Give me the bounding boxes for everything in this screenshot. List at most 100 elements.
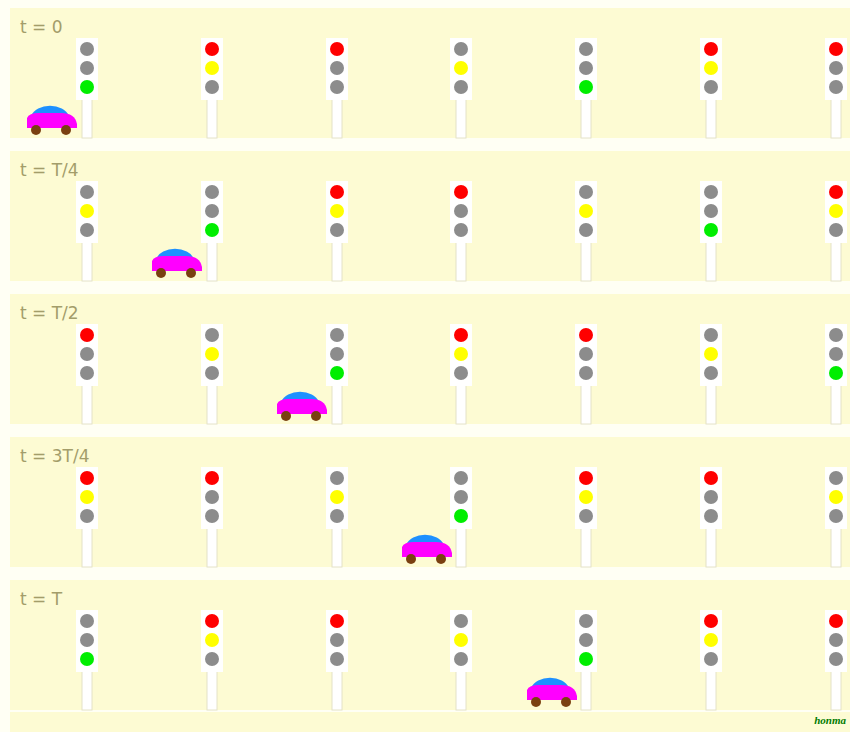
light-housing (825, 467, 847, 529)
signal-lamp (205, 614, 219, 628)
light-pole (332, 239, 342, 281)
signal-lamp (454, 614, 468, 628)
traffic-light (450, 324, 472, 424)
signal-lamp (704, 347, 718, 361)
light-pole (456, 96, 466, 138)
light-housing (700, 38, 722, 100)
signal-lamp (829, 614, 843, 628)
signal-lamp (579, 652, 593, 666)
light-pole (82, 525, 92, 567)
signal-lamp (330, 471, 344, 485)
traffic-light (450, 38, 472, 138)
signal-lamp (330, 652, 344, 666)
signal-lamp (579, 471, 593, 485)
car-wheel (436, 554, 446, 564)
traffic-light (575, 610, 597, 710)
traffic-light (450, 467, 472, 567)
light-housing (700, 610, 722, 672)
light-housing (201, 38, 223, 100)
signal-lamp (454, 347, 468, 361)
bottom-strip (10, 712, 850, 732)
signal-lamp (579, 185, 593, 199)
traffic-light (326, 38, 348, 138)
signal-lamp (330, 223, 344, 237)
car-wheel (186, 268, 196, 278)
time-label: t = T (20, 589, 62, 609)
light-pole (82, 239, 92, 281)
signal-lamp (579, 328, 593, 342)
signal-lamp (829, 328, 843, 342)
signal-lamp (704, 490, 718, 504)
light-pole (332, 382, 342, 424)
signal-lamp (205, 42, 219, 56)
traffic-light (575, 181, 597, 281)
signal-lamp (579, 509, 593, 523)
signal-lamp (829, 490, 843, 504)
light-pole (332, 96, 342, 138)
signal-lamp (330, 61, 344, 75)
signal-lamp (829, 471, 843, 485)
light-housing (450, 181, 472, 243)
traffic-light (575, 467, 597, 567)
car (27, 106, 77, 135)
light-pole (581, 239, 591, 281)
signal-lamp (205, 509, 219, 523)
signal-lamp (80, 366, 94, 380)
traffic-light (76, 610, 98, 710)
signal-lamp (579, 614, 593, 628)
light-pole (332, 668, 342, 710)
car (152, 249, 202, 278)
car (402, 535, 452, 564)
light-pole (706, 239, 716, 281)
signal-lamp (704, 614, 718, 628)
signal-lamp (205, 61, 219, 75)
car-wheel (281, 411, 291, 421)
signal-lamp (454, 509, 468, 523)
traffic-light (326, 610, 348, 710)
signal-lamp (829, 80, 843, 94)
light-pole (207, 96, 217, 138)
signal-lamp (205, 204, 219, 218)
row-illustration (76, 610, 847, 710)
time-band (10, 437, 850, 567)
traffic-light (700, 324, 722, 424)
signal-lamp (205, 328, 219, 342)
signal-lamp (330, 509, 344, 523)
light-housing (201, 610, 223, 672)
light-pole (831, 239, 841, 281)
light-housing (575, 467, 597, 529)
signal-lamp (80, 185, 94, 199)
row-illustration (76, 324, 847, 424)
signal-lamp (704, 471, 718, 485)
signal-lamp (330, 490, 344, 504)
signal-lamp (205, 471, 219, 485)
light-pole (456, 525, 466, 567)
time-label: t = 3T/4 (20, 446, 89, 466)
signal-lamp (829, 366, 843, 380)
row-illustration (27, 38, 847, 138)
light-pole (831, 96, 841, 138)
signal-lamp (704, 61, 718, 75)
time-band (10, 294, 850, 424)
light-housing (450, 610, 472, 672)
light-pole (581, 668, 591, 710)
signal-lamp (80, 471, 94, 485)
traffic-light (326, 467, 348, 567)
light-pole (456, 239, 466, 281)
traffic-light (326, 324, 348, 424)
light-housing (201, 467, 223, 529)
signal-lamp (205, 633, 219, 647)
signal-lamp (829, 42, 843, 56)
light-housing (825, 181, 847, 243)
signal-lamp (454, 185, 468, 199)
signal-lamp (205, 652, 219, 666)
traffic-light (201, 610, 223, 710)
traffic-light (825, 467, 847, 567)
light-pole (207, 668, 217, 710)
light-pole (207, 382, 217, 424)
signal-lamp (205, 80, 219, 94)
car-wheel (311, 411, 321, 421)
traffic-light (201, 467, 223, 567)
signal-lamp (454, 633, 468, 647)
signal-lamp (80, 633, 94, 647)
